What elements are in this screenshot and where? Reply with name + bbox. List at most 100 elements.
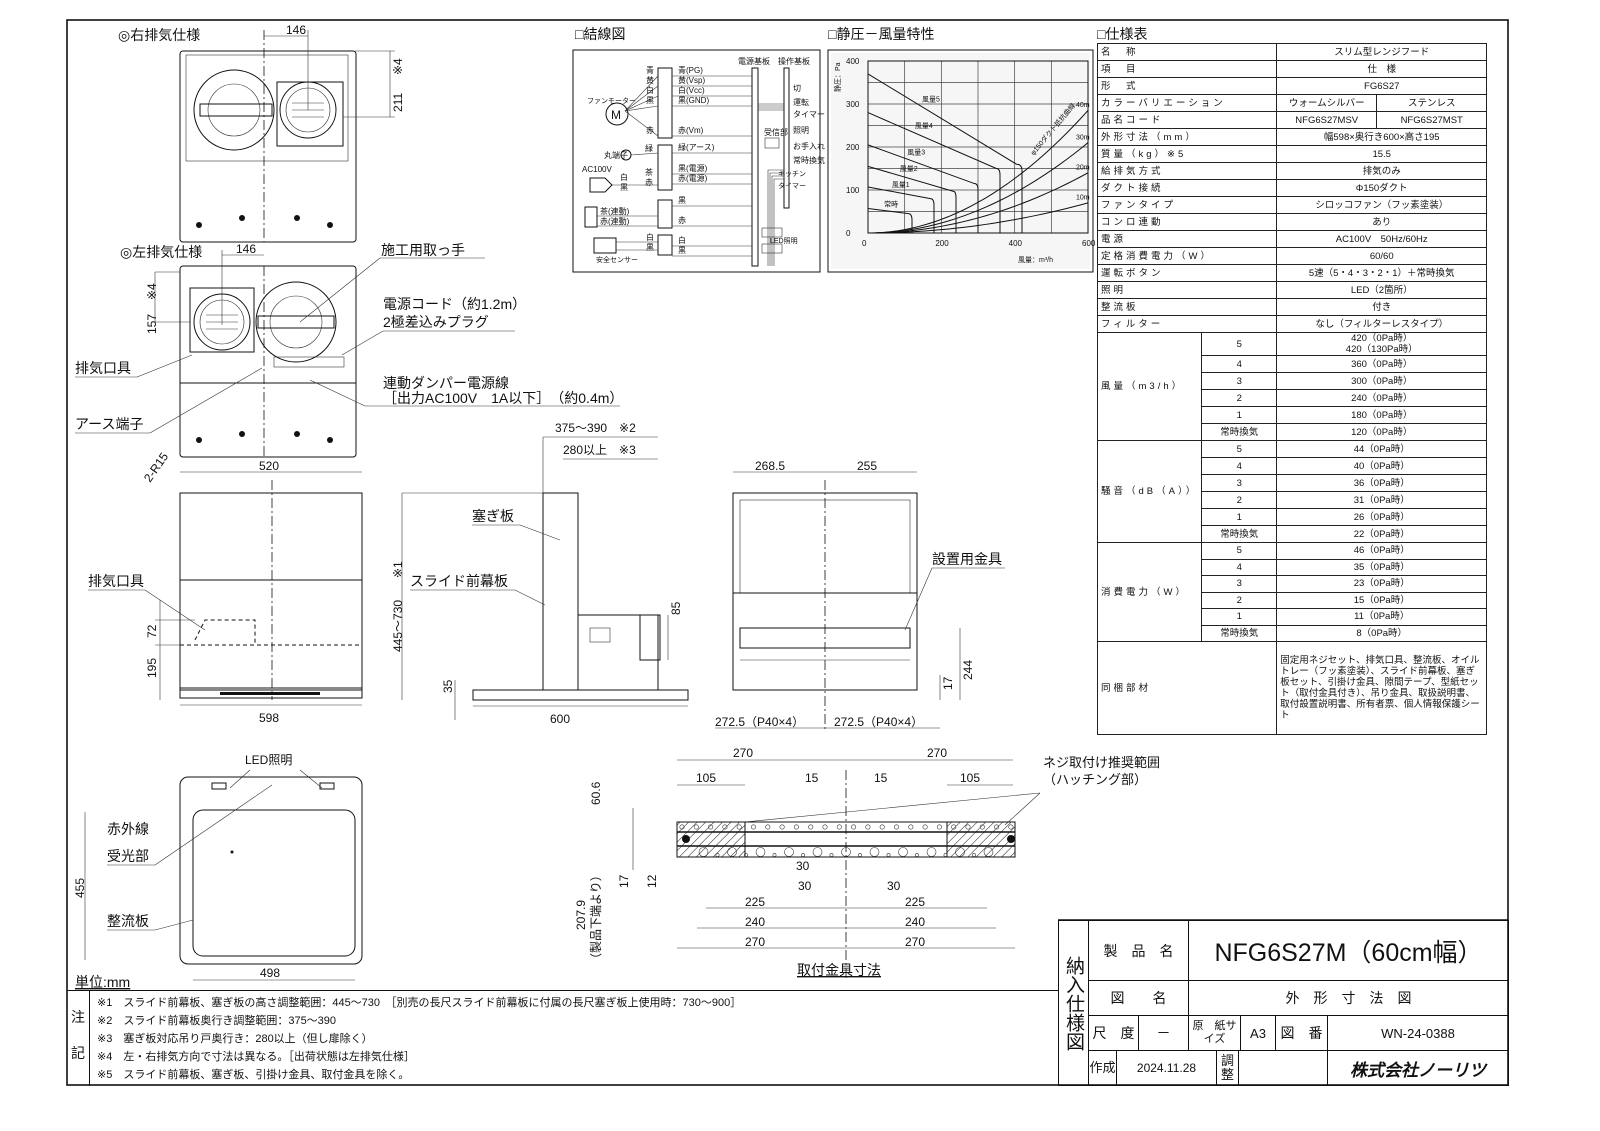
duct-curve [867, 110, 1089, 234]
spec-row: 項 目仕 様 [1096, 60, 1488, 78]
spec-group-label: 風量（m3/h） [1096, 332, 1203, 441]
spec-label: 整流板 [1096, 298, 1278, 316]
bracket-hole [898, 847, 908, 857]
spec-speed: 1 [1201, 406, 1278, 424]
fan-curve-label: 風量1 [892, 181, 910, 189]
drawing-number-label: 図 番 [1276, 1016, 1328, 1051]
fan-curve-label: 風量5 [922, 96, 940, 104]
note-item: ※3 塞ぎ板対応吊り戸奥行き：280以上（但し扉除く） [97, 1033, 373, 1045]
motor-wire-label: 青 [646, 65, 654, 75]
control-button-label: お手入れ [793, 141, 825, 151]
front-view: 520 排気口具 72 195 598 [88, 459, 363, 725]
spec-value: FG6S27 [1276, 77, 1488, 95]
title-block: 納入仕様図 製 品 名 NFG6S27M（60cm幅） 図 名 外 形 寸 法 … [1058, 920, 1509, 1086]
dim-598: 598 [259, 711, 279, 725]
rear-view: 268.5 255 設置用金具 244 17 272.5（P40×4） 272.… [715, 459, 1005, 730]
motor-wire-label: 黄 [646, 75, 654, 85]
spec-value-text: 22（0Pa時） [1353, 528, 1410, 540]
bracket-hole [801, 853, 805, 857]
chart-y-label: 静圧：Pa [833, 62, 842, 92]
spec-value-text: 40（0Pa時） [1353, 460, 1410, 472]
dim-height-range: 445～730 [391, 600, 405, 652]
spec-value: 付き [1276, 298, 1488, 316]
fan-curve [867, 73, 1023, 233]
bracket-hole [698, 847, 709, 857]
dim-240-right: 240 [905, 915, 925, 929]
label-led: LED照明 [245, 753, 292, 767]
dim-146-right: 146 [286, 23, 306, 37]
note-item: ※4 左・右排気方向で寸法は異なる。［出荷状態は左排気仕様］ [97, 1051, 415, 1063]
spec-value: LED（2箇所） [1276, 281, 1488, 299]
plug-icon [589, 177, 613, 193]
title-block-side: 納入仕様図 [1059, 921, 1089, 1086]
motor-icon [605, 102, 629, 126]
dim-270-top-left: 270 [733, 746, 753, 760]
dim-520: 520 [259, 459, 279, 473]
dim-12-bracket: 12 [645, 874, 659, 888]
spec-value: 5速（5・4・3・2・1）＋常時換気 [1276, 264, 1488, 282]
sensor-label: 安全センサー [596, 255, 638, 264]
dim-455: 455 [73, 878, 87, 898]
spec-value-text: 300（0Pa時） [1351, 375, 1413, 387]
label-slide-panel: スライド前幕板 [410, 573, 508, 589]
bracket-hole [736, 824, 742, 830]
spec-value: 仕 様 [1276, 60, 1488, 78]
notes-side: 注 記 [67, 991, 90, 1086]
bracket-hole [679, 824, 685, 830]
unit-label: 単位:mm [75, 974, 130, 990]
created-date: 2024.11.28 [1117, 1051, 1217, 1086]
dim-157: 157 [145, 314, 159, 334]
left-exhaust-view: ◎左排気仕様 146 ※4 157 施工用取っ手 電源コード（約1.2m） 2極… [75, 242, 623, 485]
spec-label: 定格消費電力（W） [1096, 247, 1278, 265]
spec-value: スリム型レンジフード [1276, 43, 1488, 61]
dim-pitch-right: 272.5（P40×4） [834, 715, 923, 729]
spec-row: 整流板付き [1096, 298, 1488, 316]
ac-label: AC100V [582, 165, 612, 174]
scale-label: 尺 度 [1089, 1016, 1139, 1051]
bracket-caption: 取付金具寸法 [797, 962, 881, 978]
dim-207-9: 207.9 [574, 900, 588, 930]
dim-85: 85 [669, 601, 683, 615]
damper-wire-label: 茶(連動) [600, 206, 630, 216]
bracket-hole [926, 847, 937, 857]
wiring-diagram: 電源基板 操作基板 ファンモーター M 丸端子 AC100V 安全センサー 受信… [572, 49, 825, 273]
bracket-hole [951, 824, 957, 830]
bracket-hole [965, 824, 971, 830]
dim-225-right: 225 [905, 895, 925, 909]
wire-label: 赤(電源) [678, 174, 708, 183]
spec-label: フィルター [1096, 315, 1278, 333]
chart-y-tick: 400 [846, 57, 860, 66]
spec-speed: 2 [1201, 491, 1278, 509]
paper-size-label: 原 紙サイズ [1189, 1016, 1241, 1051]
dim-17-bracket: 17 [617, 874, 631, 888]
fan-curve [867, 165, 957, 233]
bracket-hole [722, 824, 728, 830]
label-earth-terminal: アース端子 [75, 416, 143, 432]
spec-row: カラーバリエーションウォームシルバーステンレス [1096, 94, 1488, 112]
bracket-hole [744, 853, 748, 857]
spec-label: 品名コード [1096, 111, 1278, 129]
spec-value: 11（0Pa時） [1276, 608, 1488, 626]
dim-pitch-left: 272.5（P40×4） [715, 715, 804, 729]
spec-row: 名 称スリム型レンジフード [1096, 43, 1488, 61]
spec-speed: 5 [1201, 332, 1278, 356]
dim-207-9-note: （製品下端より） [589, 869, 603, 965]
dim-60-6: 60.6 [589, 781, 603, 805]
duct-curve-label: 10m [1076, 194, 1090, 201]
fan-motor-label: ファンモーター [587, 96, 636, 105]
label-power-cord: 電源コード（約1.2m） [383, 296, 526, 312]
spec-label: 形 式 [1096, 77, 1278, 95]
wire-label: 緑(アース) [678, 142, 715, 152]
sensor-wire-label: 白 [646, 232, 654, 242]
dim-30-c: 30 [887, 879, 901, 893]
spec-value: Φ150ダクト [1276, 179, 1488, 197]
spec-speed: 常時換気 [1201, 624, 1278, 642]
motor-wire-label: 白 [646, 85, 654, 95]
power-board-label: 電源基板 [738, 56, 770, 66]
bracket-hole [765, 824, 771, 830]
dim-600: 600 [550, 712, 570, 726]
dim-240-left: 240 [745, 915, 765, 929]
control-button-label: タイマー [778, 181, 806, 190]
